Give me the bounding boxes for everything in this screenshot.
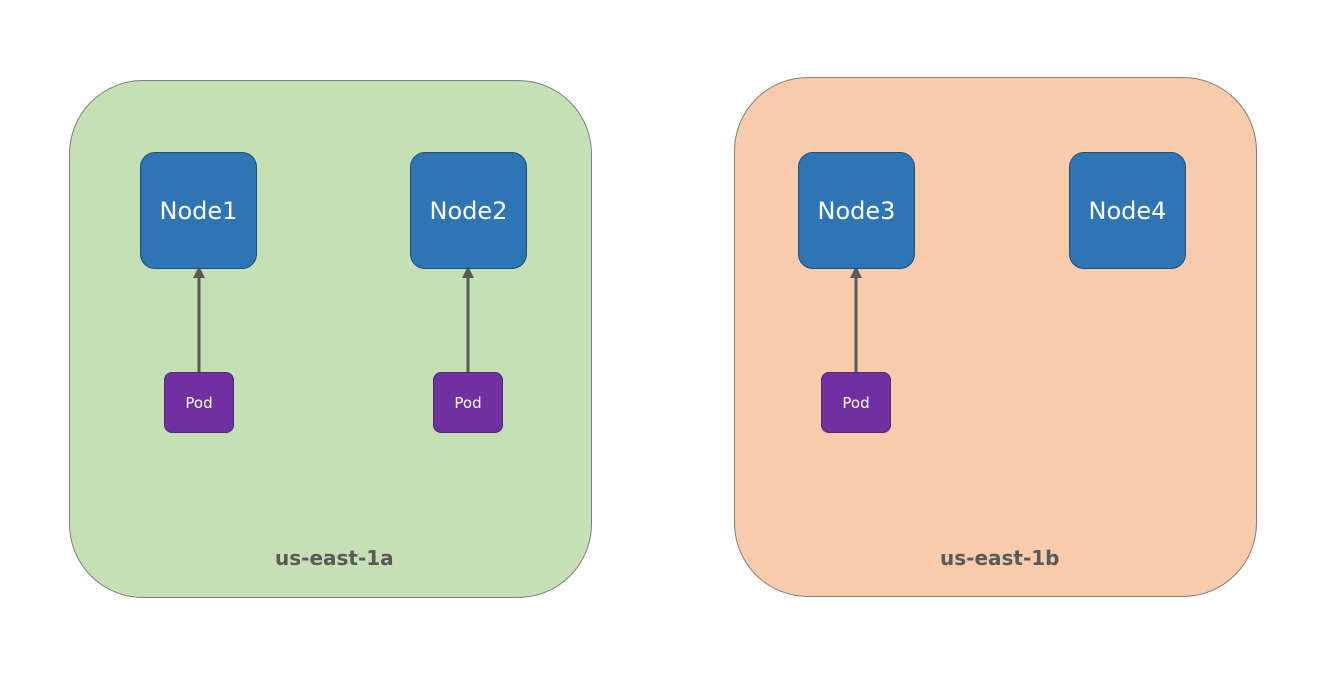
zone-label-us-east-1a: us-east-1a: [275, 546, 394, 570]
node1-box: Node1: [140, 152, 257, 269]
pod-on-node1: Pod: [164, 372, 234, 433]
zone-label-us-east-1b: us-east-1b: [940, 546, 1060, 570]
pod-on-node2: Pod: [433, 372, 503, 433]
node4-box: Node4: [1069, 152, 1186, 269]
pod-on-node3: Pod: [821, 372, 891, 433]
node2-box: Node2: [410, 152, 527, 269]
node3-box: Node3: [798, 152, 915, 269]
